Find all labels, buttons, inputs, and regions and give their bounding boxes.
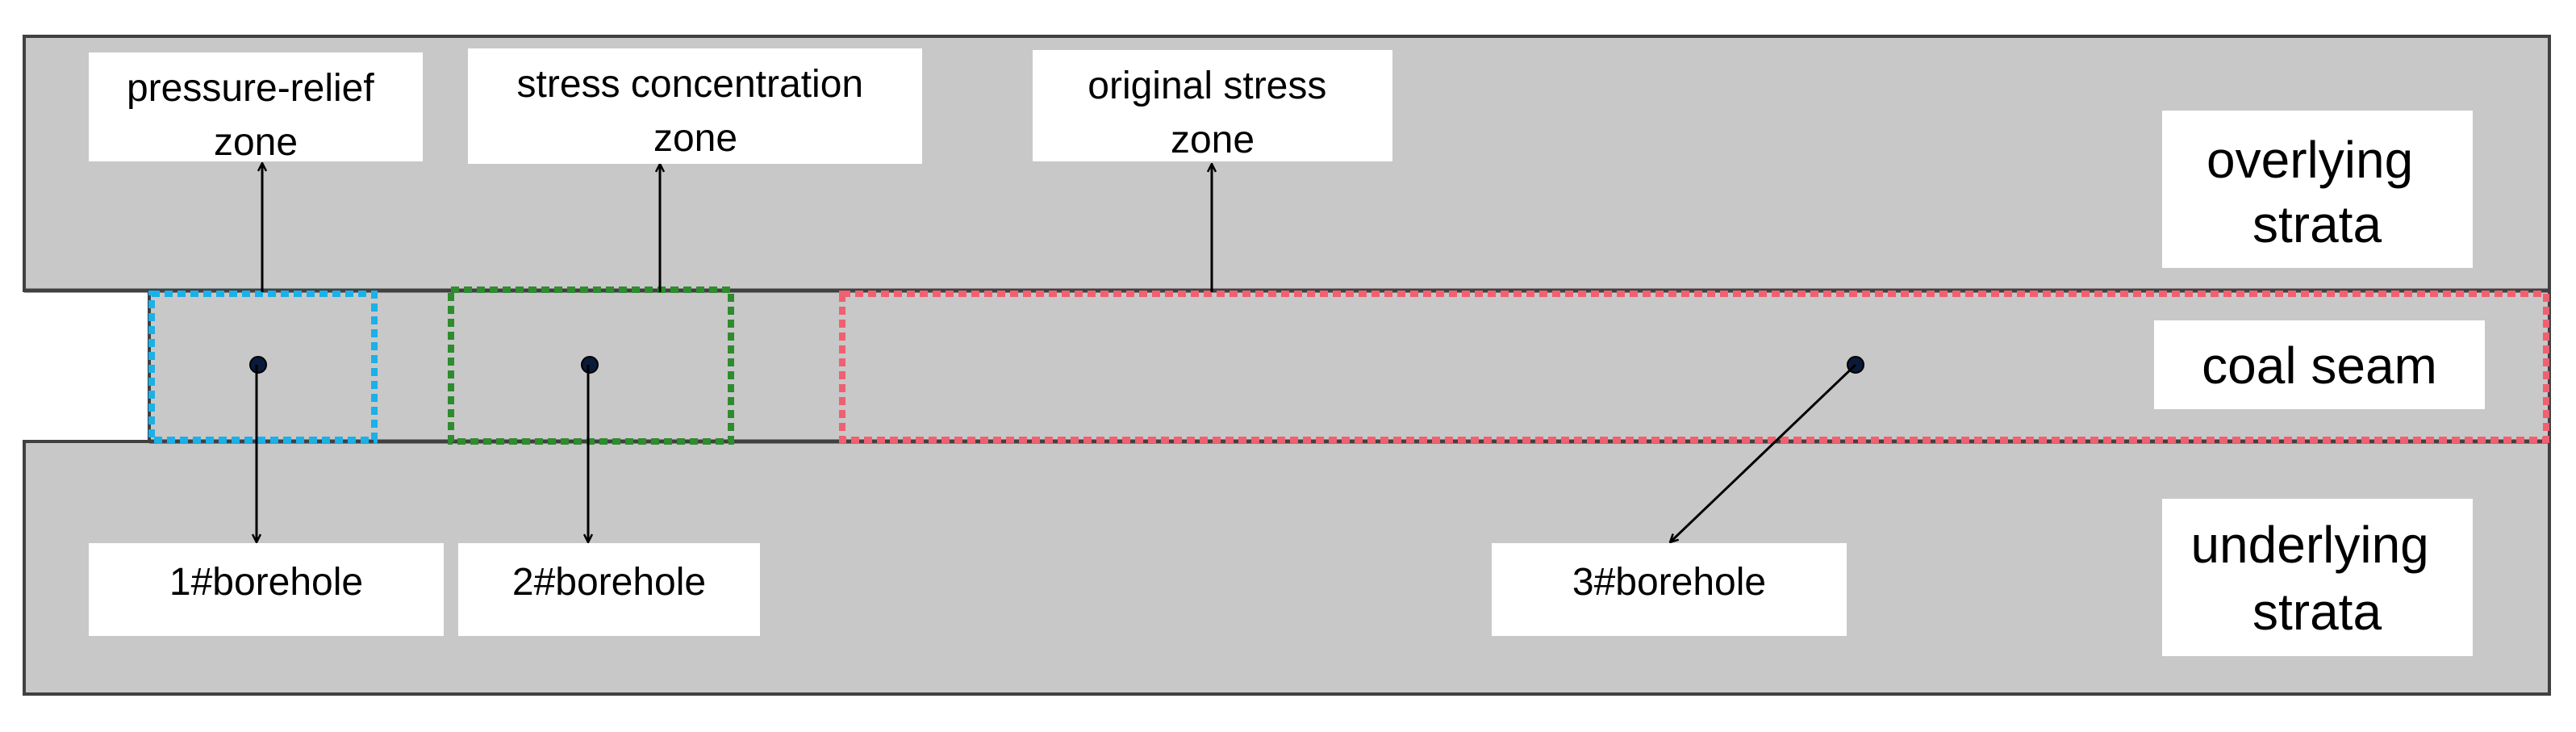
original-stress-zone-label-box xyxy=(1033,50,1392,161)
coal-seam-label: coal seam xyxy=(2202,337,2437,395)
pressure-relief-zone-label: pressure-relief zone xyxy=(127,67,385,164)
borehole-1-label-box xyxy=(89,543,444,636)
overlying-strata-label: overlying strata xyxy=(2207,131,2428,253)
stress-concentration-zone-label: stress concentration zone xyxy=(517,63,875,160)
borehole-2-label-box xyxy=(458,543,760,636)
borehole-2-dot xyxy=(581,356,599,374)
underlying-strata-label: underlying strata xyxy=(2190,516,2443,641)
coal-seam-band xyxy=(149,291,2549,441)
borehole-3-arrow xyxy=(1670,363,1857,542)
overlying-strata-label-box xyxy=(2162,111,2473,268)
borehole-1-dot xyxy=(249,356,267,374)
borehole-2-label: 2#borehole xyxy=(512,561,706,604)
stress-concentration-zone-box xyxy=(448,287,734,445)
stress-concentration-zone-label-box xyxy=(468,48,922,164)
borehole-1-label: 1#borehole xyxy=(169,561,363,604)
pressure-relief-zone-label-box xyxy=(89,52,423,161)
underlying-strata-label-box xyxy=(2162,499,2473,656)
pressure-relief-zone-box xyxy=(148,291,378,443)
original-stress-zone-label: original stress zone xyxy=(1088,65,1337,161)
borehole-3-label-box xyxy=(1492,543,1847,636)
borehole-3-label: 3#borehole xyxy=(1572,561,1766,604)
original-stress-zone-box xyxy=(839,291,2549,443)
coal-seam-label-box xyxy=(2154,320,2485,409)
